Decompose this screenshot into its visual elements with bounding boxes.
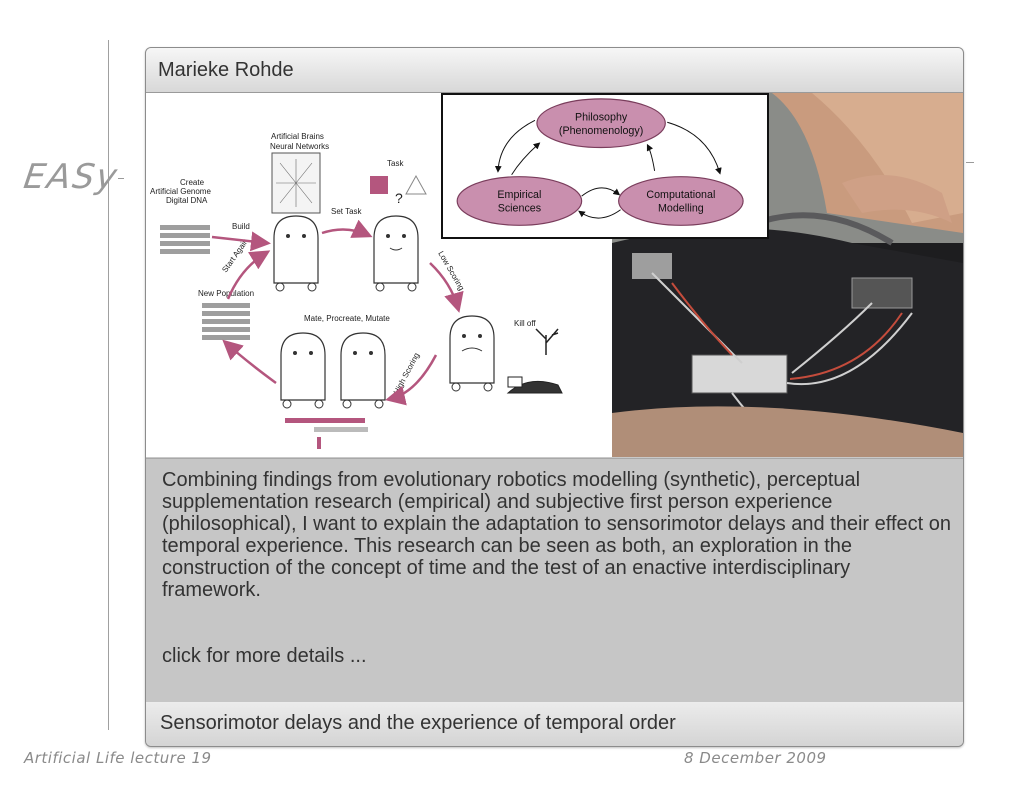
author-name: Marieke Rohde bbox=[158, 59, 294, 81]
label-artificial-brains: Artificial Brains bbox=[271, 132, 324, 141]
label-build: Build bbox=[232, 222, 250, 231]
easy-logo-text: EASy bbox=[21, 157, 122, 197]
label-mate: Mate, Procreate, Mutate bbox=[304, 314, 390, 323]
label-artificial-genome: Artificial Genome bbox=[150, 187, 211, 196]
arrow-new-population bbox=[222, 339, 277, 385]
arrow-start-again bbox=[226, 250, 271, 300]
arrow-comp-emp bbox=[578, 209, 621, 219]
arrow-build bbox=[211, 231, 271, 252]
label-set-task: Set Task bbox=[331, 207, 363, 216]
robot-high-2 bbox=[340, 332, 386, 401]
genome-bars bbox=[160, 225, 250, 340]
grave-tree bbox=[506, 328, 563, 394]
robot-build bbox=[273, 215, 319, 284]
label-high-scoring: High Scoring bbox=[392, 351, 421, 396]
node-empirical bbox=[456, 176, 583, 226]
description-text: Combining findings from evolutionary rob… bbox=[162, 469, 951, 601]
brand-tick bbox=[118, 178, 124, 179]
arrow-phil-comp bbox=[667, 121, 722, 175]
left-rule-line bbox=[108, 40, 109, 730]
arrow-comp-phil bbox=[646, 143, 656, 171]
arrow-high-scoring bbox=[385, 354, 438, 406]
interdisciplinary-diagram: Philosophy (Phenomenology) Empirical Sci… bbox=[441, 93, 769, 239]
label-digital-dna: Digital DNA bbox=[166, 196, 208, 205]
label-kill-off: Kill off bbox=[514, 319, 536, 328]
label-neural-networks: Neural Networks bbox=[270, 142, 329, 151]
computational-label: Computational bbox=[646, 189, 715, 201]
project-title: Sensorimotor delays and the experience o… bbox=[160, 712, 676, 734]
arrow-phil-emp bbox=[494, 119, 536, 173]
philosophy-label: Philosophy bbox=[575, 111, 628, 123]
arrow-low-scoring bbox=[429, 262, 464, 313]
more-details-link[interactable]: click for more details ... bbox=[162, 645, 367, 667]
node-computational bbox=[618, 176, 744, 226]
task-square bbox=[370, 176, 388, 194]
lecture-label: Artificial Life lecture 19 bbox=[24, 749, 212, 767]
lecture-date: 8 December 2009 bbox=[684, 749, 827, 767]
label-task: Task bbox=[387, 159, 404, 168]
task-triangle bbox=[405, 174, 427, 195]
arrow-set-task bbox=[321, 219, 373, 238]
empirical-label: Empirical bbox=[497, 189, 541, 201]
phenomenology-label: (Phenomenology) bbox=[559, 125, 643, 137]
robot-low bbox=[449, 315, 495, 384]
genome-bars-bottom bbox=[285, 418, 368, 449]
evolutionary-robotics-figure: Artificial Brains Neural Networks Task C… bbox=[150, 132, 563, 449]
research-card[interactable]: Marieke Rohde Artificial Brains Neural N… bbox=[145, 47, 964, 747]
label-create: Create bbox=[180, 178, 205, 187]
right-tick bbox=[966, 162, 974, 163]
label-low-scoring: Low Scoring bbox=[436, 250, 466, 293]
label-new-population: New Population bbox=[198, 289, 254, 298]
sciences-label: Sciences bbox=[498, 203, 541, 215]
card-footer: Sensorimotor delays and the experience o… bbox=[146, 702, 963, 746]
node-philosophy bbox=[536, 98, 666, 149]
robot-high-1 bbox=[280, 332, 326, 401]
arrow-emp-comp bbox=[581, 187, 621, 197]
card-header: Marieke Rohde bbox=[146, 48, 963, 93]
label-question: ? bbox=[395, 190, 403, 206]
card-media: Artificial Brains Neural Networks Task C… bbox=[146, 93, 963, 457]
modelling-label: Modelling bbox=[658, 203, 704, 215]
arrow-emp-phil bbox=[511, 142, 541, 176]
card-description: Combining findings from evolutionary rob… bbox=[146, 458, 963, 703]
